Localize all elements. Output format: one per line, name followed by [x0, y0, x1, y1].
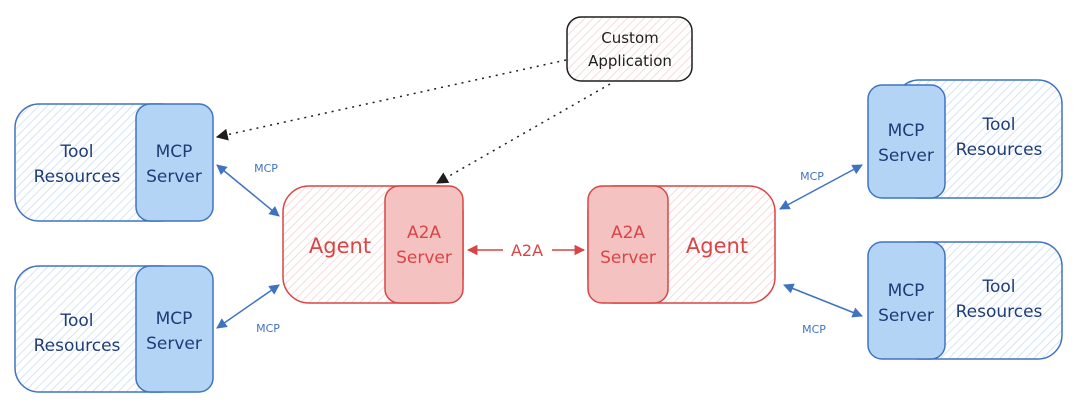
agent-label: Agent — [309, 234, 371, 258]
tool-group-left-top: Tool Resources MCP Server — [14, 103, 214, 222]
mcp-edge-left-bottom — [216, 284, 280, 329]
mcp-edge-label: MCP — [254, 162, 278, 175]
agent-group-left: Agent A2A Server — [282, 185, 464, 304]
tool-resources-label-line1: Tool — [59, 142, 93, 162]
a2a-server-label-line2: Server — [396, 248, 452, 268]
mcp-edge-right-bottom — [783, 283, 863, 318]
mcp-server-label-line2: Server — [878, 306, 934, 326]
tool-resources-label-line2: Resources — [34, 336, 121, 356]
a2a-server-label-line2: Server — [600, 248, 656, 268]
tool-group-right-bottom: Tool Resources MCP Server — [867, 241, 1063, 360]
custom-app-to-left-mcp-edge — [215, 59, 567, 141]
a2a-edge-label: A2A — [511, 241, 543, 260]
tool-resources-label-line1: Tool — [981, 115, 1015, 135]
mcp-server-label-line1: MCP — [156, 142, 193, 162]
mcp-server-label-line1: MCP — [888, 281, 925, 301]
a2a-server-label-line1: A2A — [407, 223, 441, 243]
custom-app-to-agent-edge — [435, 83, 611, 184]
custom-application-label-line2: Application — [588, 52, 672, 70]
tool-group-right-top: Tool Resources MCP Server — [867, 79, 1063, 199]
mcp-server-label-line1: MCP — [888, 121, 925, 141]
agent-label: Agent — [686, 234, 748, 258]
custom-application-label-line1: Custom — [601, 29, 658, 47]
tool-resources-label-line2: Resources — [956, 140, 1043, 160]
a2a-server-label-line1: A2A — [611, 223, 645, 243]
mcp-edge-label: MCP — [256, 322, 280, 335]
mcp-edge-label: MCP — [802, 323, 826, 336]
mcp-edge-label: MCP — [800, 170, 824, 183]
mcp-server-label-line2: Server — [146, 334, 202, 354]
mcp-server-label-line1: MCP — [156, 309, 193, 329]
tool-resources-label-line1: Tool — [981, 277, 1015, 297]
custom-application-node: Custom Application — [566, 16, 693, 82]
mcp-server-label-line2: Server — [146, 167, 202, 187]
mcp-edge-left-top — [216, 164, 280, 217]
mcp-server-label-line2: Server — [878, 146, 934, 166]
tool-resources-label-line2: Resources — [34, 167, 121, 187]
tool-resources-label-line2: Resources — [956, 302, 1043, 322]
tool-resources-label-line1: Tool — [59, 311, 93, 331]
mcp-edge-right-top — [779, 164, 863, 210]
tool-group-left-bottom: Tool Resources MCP Server — [14, 265, 214, 393]
agent-group-right: Agent A2A Server — [587, 185, 776, 304]
